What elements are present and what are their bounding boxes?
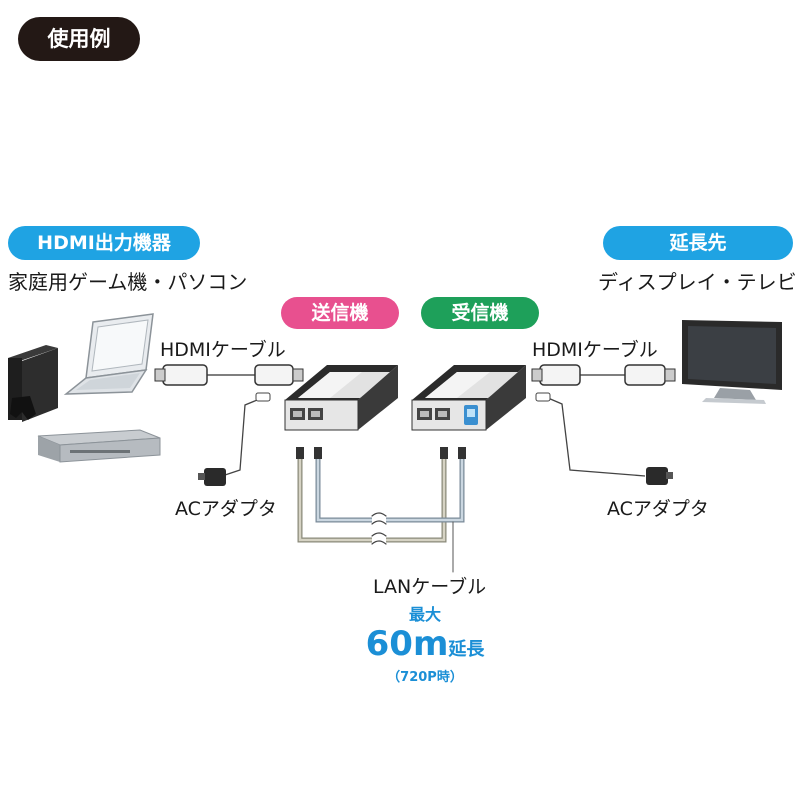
lan-cable-label: LANケーブル bbox=[373, 576, 487, 598]
video-recorder-device bbox=[37, 429, 161, 463]
range-suffix: 延長 bbox=[448, 639, 485, 660]
range-distance-line: 60m延長 bbox=[340, 625, 510, 669]
game-console-device bbox=[8, 345, 58, 422]
header-tag: 使用例 bbox=[18, 17, 140, 61]
transmitter-badge-label: 送信機 bbox=[311, 302, 369, 324]
range-note: （720P時） bbox=[387, 670, 463, 685]
lan-cable bbox=[296, 447, 466, 573]
laptop-device bbox=[63, 313, 154, 395]
destination-devices-label: ディスプレイ・テレビ bbox=[598, 270, 797, 294]
range-prefix: 最大 bbox=[408, 605, 441, 624]
ac-adapter-right bbox=[535, 392, 673, 485]
range-distance: 60m bbox=[365, 624, 449, 664]
destination-badge-label: 延長先 bbox=[669, 232, 727, 254]
television-device bbox=[682, 320, 782, 404]
hdmi-cable-right-label: HDMIケーブル bbox=[532, 339, 658, 361]
ac-adapter-left-label: ACアダプタ bbox=[175, 498, 277, 520]
source-badge: HDMI出力機器 bbox=[8, 226, 200, 260]
receiver-badge-label: 受信機 bbox=[451, 302, 509, 324]
source-badge-label: HDMI出力機器 bbox=[37, 232, 171, 254]
hdmi-cable-right bbox=[531, 364, 676, 386]
range-callout: 最大 60m延長 （720P時） bbox=[340, 605, 510, 687]
transmitter-device bbox=[284, 365, 398, 431]
source-devices-label: 家庭用ゲーム機・パソコン bbox=[8, 270, 248, 294]
destination-badge: 延長先 bbox=[603, 226, 793, 260]
header-label: 使用例 bbox=[47, 27, 111, 51]
ac-adapter-right-label: ACアダプタ bbox=[607, 498, 709, 520]
hdmi-cable-left-label: HDMIケーブル bbox=[160, 339, 286, 361]
hdmi-cable-left bbox=[154, 364, 304, 386]
transmitter-badge: 送信機 bbox=[281, 297, 399, 329]
ac-adapter-left bbox=[198, 392, 271, 486]
receiver-badge: 受信機 bbox=[421, 297, 539, 329]
receiver-device bbox=[411, 365, 526, 431]
